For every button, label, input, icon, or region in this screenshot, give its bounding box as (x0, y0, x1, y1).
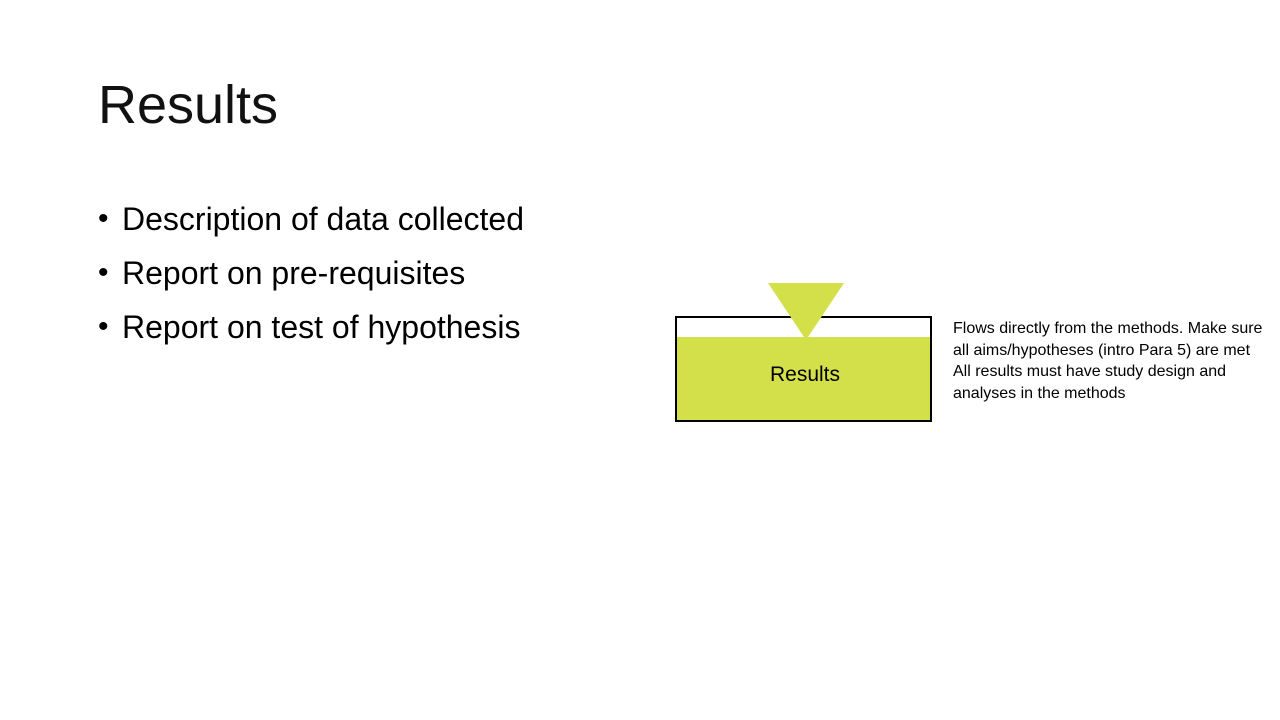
results-note: Flows directly from the methods. Make su… (953, 318, 1273, 404)
results-box-label: Results (769, 363, 841, 386)
results-diagram: Results (675, 282, 935, 424)
results-diagram-graphic (675, 283, 932, 422)
bullet-text: Report on pre-requisites (122, 255, 466, 291)
bullet-item: • Report on pre-requisites (98, 246, 524, 300)
bullet-text: Report on test of hypothesis (122, 309, 521, 345)
results-box-fill (677, 337, 930, 420)
bullet-dot-icon: • (98, 256, 109, 289)
bullet-item: • Description of data collected (98, 192, 524, 246)
note-line: Flows directly from the methods. Make su… (953, 320, 1263, 359)
bullet-dot-icon: • (98, 310, 109, 343)
note-line: All results must have study design and a… (953, 363, 1227, 402)
bullet-dot-icon: • (98, 202, 109, 235)
bullet-item: • Report on test of hypothesis (98, 300, 524, 354)
bullet-text: Description of data collected (122, 201, 524, 237)
slide-title: Results (98, 75, 279, 135)
downward-triangle-icon (768, 283, 844, 340)
bullet-list: • Description of data collected • Report… (98, 192, 524, 354)
